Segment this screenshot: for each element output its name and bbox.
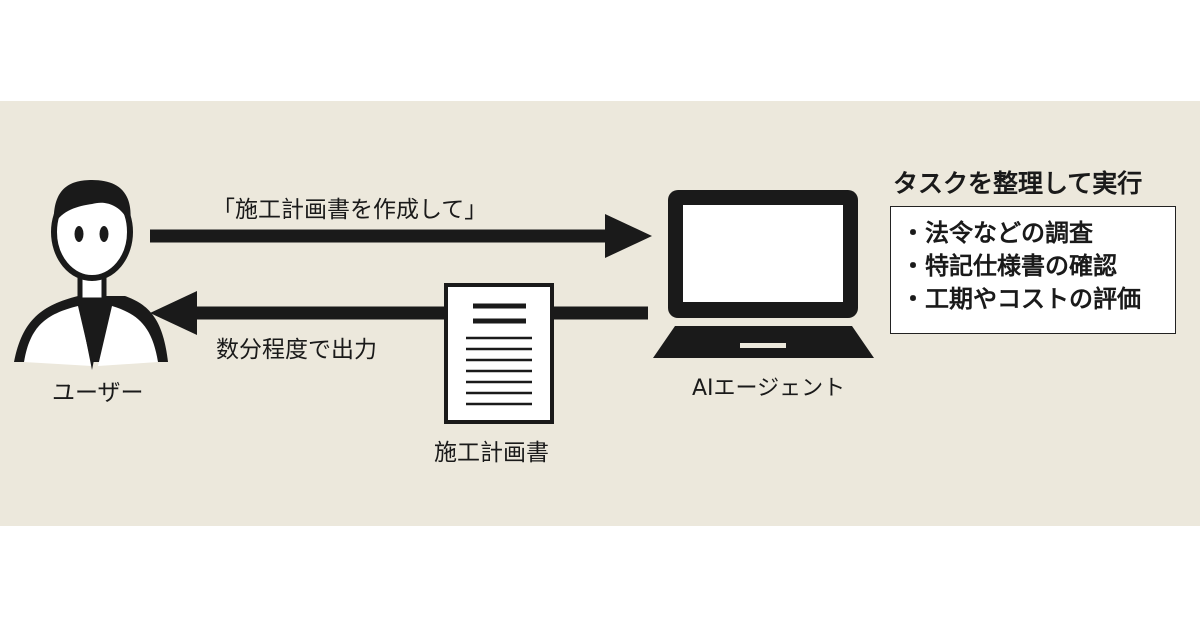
- document-icon: [444, 283, 554, 424]
- user-label: ユーザー: [52, 380, 144, 406]
- person-icon: [14, 180, 168, 370]
- request-arrow: [150, 214, 652, 258]
- task-heading: タスクを整理して実行: [893, 169, 1143, 198]
- task-item: ・法令などの調査: [901, 219, 1093, 247]
- task-item: ・工期やコストの評価: [901, 285, 1141, 313]
- document-label: 施工計画書: [434, 440, 549, 466]
- task-list-box: ・法令などの調査 ・特記仕様書の確認 ・工期やコストの評価: [890, 206, 1176, 334]
- task-item: ・特記仕様書の確認: [901, 252, 1117, 280]
- agent-label: AIエージェント: [692, 376, 846, 401]
- output-arrow: [150, 291, 648, 335]
- request-label: 「施工計画書を作成して」: [212, 197, 488, 223]
- laptop-icon: [653, 190, 874, 358]
- output-label: 数分程度で出力: [216, 337, 377, 363]
